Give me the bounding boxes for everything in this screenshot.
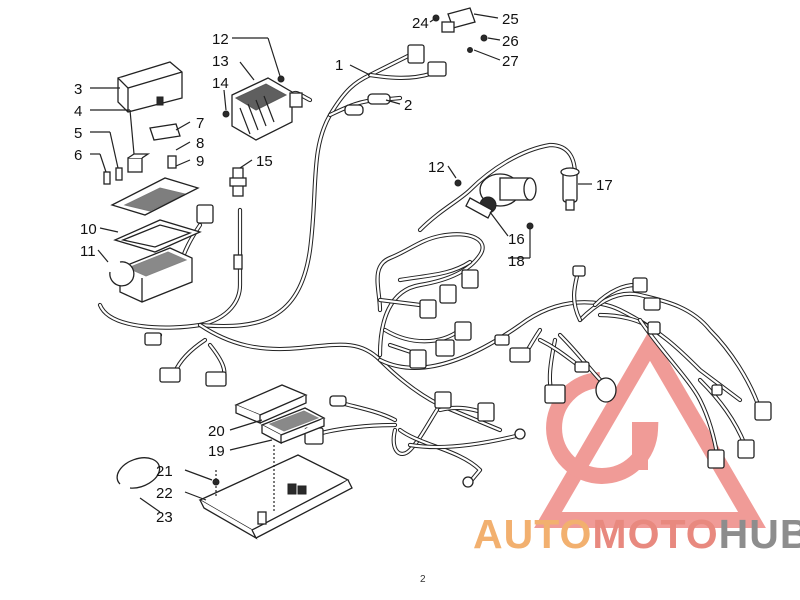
callout-8: 8 [196, 135, 204, 152]
callout-24: 24 [412, 15, 429, 32]
spark-plug-cap [560, 167, 580, 211]
watermark-word-auto: AUTO [473, 511, 593, 557]
callout-20: 20 [208, 423, 225, 440]
mounting-plate [198, 454, 353, 540]
callout-27: 27 [502, 53, 519, 70]
callout-19: 19 [208, 443, 225, 460]
callout-13: 13 [212, 53, 229, 70]
ecu-cover [234, 384, 308, 424]
oxygen-sensor [229, 167, 247, 270]
screw-14 [222, 110, 230, 118]
connector-group-center [144, 204, 479, 387]
callout-3: 3 [74, 81, 82, 98]
callout-12-lower: 12 [428, 159, 445, 176]
inline-fuse-holder [344, 93, 391, 116]
page-mark: 2 [420, 574, 426, 585]
screw-27 [467, 47, 473, 53]
callout-labels: 1 2 3 4 5 6 7 8 9 10 11 12 12 13 14 15 1… [74, 11, 613, 526]
fuse-board [110, 177, 200, 216]
callout-2: 2 [404, 97, 412, 114]
watermark-word-hub: HUB [718, 511, 800, 557]
callout-9: 9 [196, 153, 204, 170]
connector-group-right [494, 265, 772, 469]
callout-17: 17 [596, 177, 613, 194]
screw-12-upper [277, 75, 285, 83]
watermark-wordmark: AUTOMOTOHUB [473, 514, 800, 555]
callout-7: 7 [196, 115, 204, 132]
callout-25: 25 [502, 11, 519, 28]
starter-relay [441, 7, 476, 33]
watermark-word-moto: MOTO [592, 511, 719, 557]
connector-top-1 [407, 44, 425, 64]
callout-26: 26 [502, 33, 519, 50]
callout-10: 10 [80, 221, 97, 238]
callout-14: 14 [212, 75, 229, 92]
watermark-triangle-logo [534, 329, 766, 528]
ecu-module [260, 407, 326, 445]
main-wiring-harness [97, 52, 763, 485]
callout-23: 23 [156, 509, 173, 526]
callout-5: 5 [74, 125, 82, 142]
fuse-box-base [119, 247, 193, 303]
ring-clip-small [109, 261, 135, 287]
callout-4: 4 [74, 103, 82, 120]
screw-12-lower [454, 179, 462, 187]
seal-gasket [113, 219, 202, 253]
voltage-regulator [231, 77, 303, 141]
callout-1: 1 [335, 57, 343, 74]
screw-26 [480, 34, 488, 42]
callout-6: 6 [74, 147, 82, 164]
leader-lines [90, 13, 592, 513]
fuse-box-cover [117, 61, 183, 113]
connector-top-2 [427, 61, 447, 77]
callout-16: 16 [508, 231, 525, 248]
relays-and-fuses [103, 123, 181, 185]
callout-18: 18 [508, 253, 525, 270]
callout-15: 15 [256, 153, 273, 170]
callout-11: 11 [80, 243, 96, 260]
ignition-coil [465, 173, 537, 219]
callout-22: 22 [156, 485, 173, 502]
clamp-ring [116, 457, 161, 489]
callout-21: 21 [156, 463, 173, 480]
callout-12-upper: 12 [212, 31, 229, 48]
